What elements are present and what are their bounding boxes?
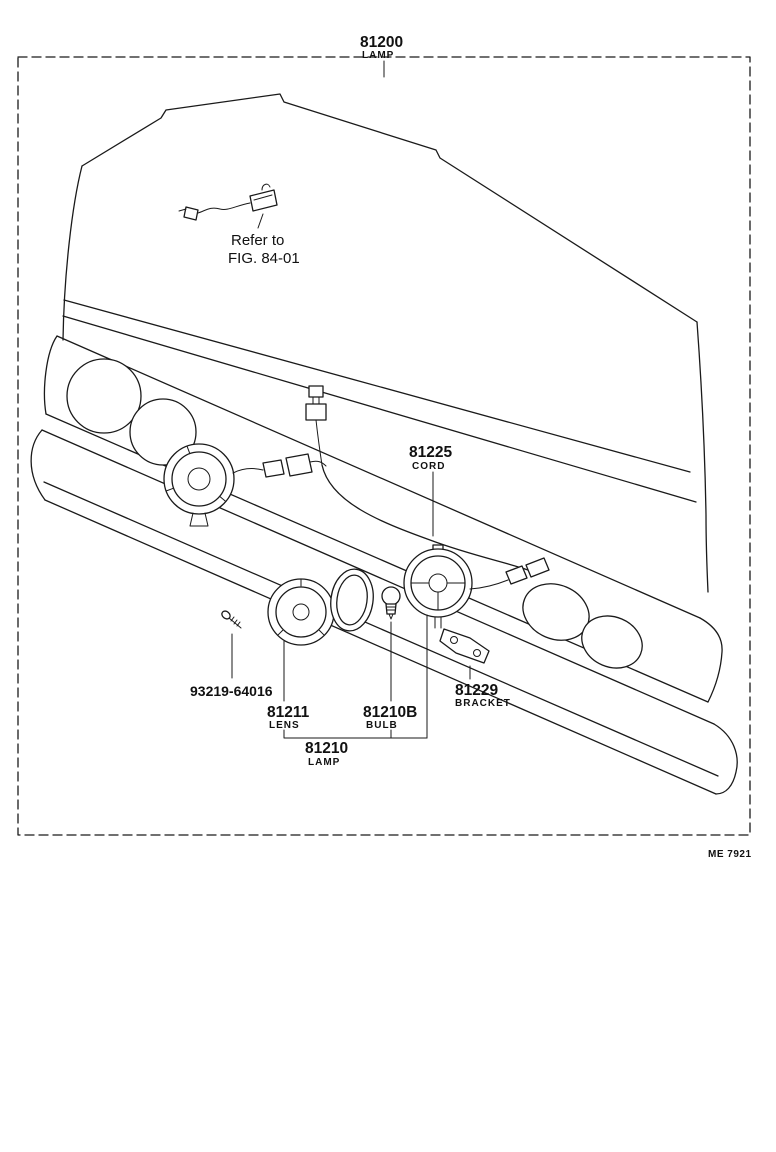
left-tail-lamp-lens-2 — [129, 398, 197, 466]
refer-note-line2: FIG. 84-01 — [228, 250, 300, 267]
bracket-hole-2 — [473, 649, 481, 657]
lamp-name-label: LAMP — [308, 757, 340, 768]
fog-lamp-connector-2 — [285, 453, 313, 477]
bracket-number-label: 81229 — [455, 682, 498, 699]
cord-top-connector — [305, 403, 327, 421]
cord-drawing — [305, 385, 550, 578]
lens-inner — [275, 586, 327, 638]
license-lamp-plug — [183, 206, 199, 221]
label-leader-lines — [231, 471, 471, 739]
license-lamp-hook — [261, 183, 271, 191]
fog-lamp-mount-tab — [189, 512, 209, 527]
lamp-number-label: 81210 — [305, 740, 348, 757]
labels: 81200 LAMP Refer to FIG. 84-01 81225 COR… — [190, 34, 752, 860]
exploded-parts-drawing — [221, 544, 528, 664]
assembly-name-label: LAMP — [362, 50, 394, 61]
lamp-group-bracket-line — [283, 729, 428, 739]
license-lamp-connector-detail — [253, 194, 273, 201]
fog-lamp-connector-tail — [309, 460, 327, 467]
bulb-tip — [388, 613, 394, 620]
lamp-body-wire — [469, 579, 509, 590]
lamp-body-stud — [434, 616, 442, 629]
figure-code-label: ME 7921 — [708, 849, 752, 860]
bumper-left-cap — [30, 429, 46, 501]
fog-lamp-hatch — [165, 445, 227, 502]
fog-lamp-connector-1 — [262, 459, 285, 478]
cord-top-plug — [308, 385, 324, 398]
cord-wire-upper — [315, 419, 323, 466]
lens-number-label: 81211 — [267, 704, 310, 721]
bulb-base-detail — [386, 606, 396, 611]
lamp-strip-right-cap — [699, 617, 723, 703]
lens-name-label: LENS — [269, 720, 300, 731]
roof-edge-line — [81, 93, 698, 323]
cord-number-label: 81225 — [409, 444, 452, 461]
tailgate-gap-line — [62, 315, 697, 503]
cord-top-plug-pins — [312, 396, 320, 405]
license-lamp-wire — [197, 202, 251, 214]
cord-end-connector — [525, 557, 550, 578]
gasket-ring-inner — [336, 574, 368, 626]
license-lamp-connector — [249, 189, 278, 212]
lamp-strip-top-line — [56, 335, 701, 619]
diagram-frame — [17, 56, 751, 836]
lamp-body-spokes — [410, 582, 466, 611]
tailgate-crease-line — [63, 299, 691, 473]
license-lamp-plug-tip — [178, 208, 187, 212]
lamp-body-outer — [403, 548, 473, 618]
bumper-bottom-line — [44, 499, 717, 795]
bulb-number-label: 81210B — [363, 704, 417, 721]
refer-note-line1: Refer to — [231, 232, 284, 249]
lamp-strip-left-cap — [43, 335, 58, 415]
screw-number-label: 93219-64016 — [190, 683, 273, 699]
bumper-top-line — [41, 429, 715, 725]
lens-hatch — [277, 578, 325, 636]
fog-lamp-center — [187, 467, 211, 491]
cord-wire-main — [321, 464, 529, 571]
dashed-border — [17, 56, 751, 836]
bracket-hole-1 — [450, 636, 458, 644]
license-lamp-part-drawing — [178, 183, 278, 229]
fog-lamp-inner-ring — [171, 451, 227, 507]
fog-lamp-assembled-drawing — [163, 443, 327, 527]
bracket-name-label: BRACKET — [455, 698, 511, 709]
left-tail-lamp-lens-1 — [66, 358, 142, 434]
note-leader-line — [257, 213, 264, 229]
bumper-lip-line — [43, 481, 719, 777]
lens-center — [292, 603, 310, 621]
right-body-edge-line — [696, 321, 709, 593]
van-body-drawing — [30, 93, 738, 795]
bulb-glass — [381, 586, 401, 606]
bumper-right-cap — [713, 723, 738, 795]
right-tail-lamp-lens-2 — [581, 615, 643, 669]
bulb-base — [385, 603, 397, 615]
fog-lamp-wire — [232, 467, 264, 474]
assembly-number-label: 81200 — [360, 34, 403, 51]
bulb-name-label: BULB — [366, 720, 398, 731]
fog-lamp-outer-ring — [163, 443, 235, 515]
bracket-plate — [439, 628, 490, 664]
screw-threads — [230, 616, 241, 627]
left-body-edge-line — [62, 165, 83, 341]
cord-name-label: CORD — [412, 461, 445, 472]
lamp-wire-connector — [505, 565, 528, 585]
